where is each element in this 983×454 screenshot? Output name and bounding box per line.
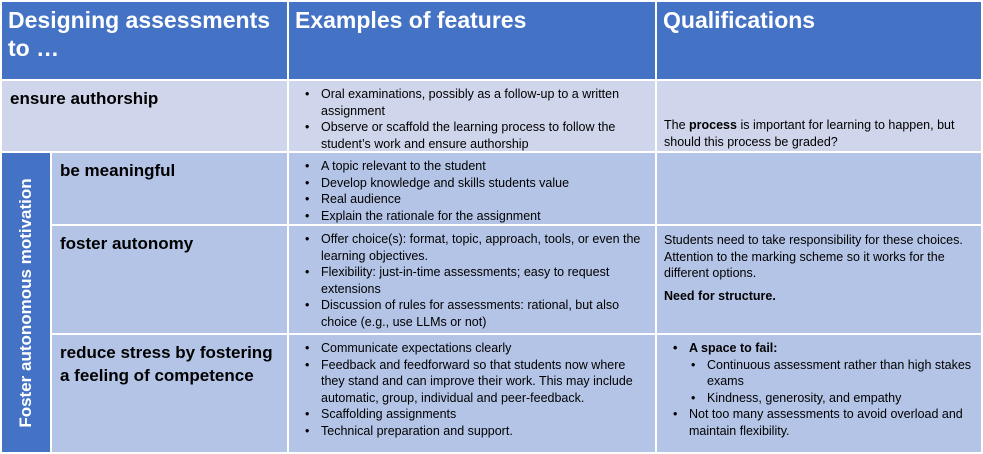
feature-item: Feedback and feedforward so that student… [305, 357, 649, 407]
features-foster-autonomy: Offer choice(s): format, topic, approach… [289, 226, 655, 333]
qualification-item: Not too many assessments to avoid overlo… [673, 406, 975, 439]
feature-item: Explain the rationale for the assignment [305, 208, 649, 225]
features-reduce-stress: Communicate expectations clearly Feedbac… [289, 335, 655, 452]
qualification-be-meaningful [657, 153, 981, 224]
row-label-foster-autonomy: foster autonomy [52, 226, 287, 333]
qualification-text: Students need to take responsibility for… [664, 233, 963, 280]
qual-text-pre: The [664, 118, 690, 132]
feature-item: Technical preparation and support. [305, 423, 649, 440]
qualification-subitem: Continuous assessment rather than high s… [691, 357, 981, 390]
feature-item: Real audience [305, 191, 649, 208]
feature-item: Flexibility: just-in-time assessments; e… [305, 264, 649, 297]
qual-text-bold: process [689, 118, 737, 132]
qualification-item: A space to fail: [673, 340, 975, 357]
feature-item: Communicate expectations clearly [305, 340, 649, 357]
header-examples: Examples of features [289, 2, 655, 79]
features-list: Communicate expectations clearly Feedbac… [289, 335, 655, 439]
feature-item: Scaffolding assignments [305, 406, 649, 423]
feature-item: Develop knowledge and skills students va… [305, 175, 649, 192]
row-label-be-meaningful: be meaningful [52, 153, 287, 224]
features-ensure-authorship: Oral examinations, possibly as a follow-… [289, 81, 655, 151]
feature-item: Discussion of rules for assessments: rat… [305, 297, 649, 330]
qualification-sublist: Continuous assessment rather than high s… [657, 357, 981, 407]
feature-item: A topic relevant to the student [305, 158, 649, 175]
qual-text-post: is important for learning to happen, but… [664, 118, 955, 149]
feature-item: Observe or scaffold the learning process… [305, 119, 649, 151]
header-qualifications: Qualifications [657, 2, 981, 79]
side-label-cell: Foster autonomous motivation [2, 153, 50, 452]
features-list: A topic relevant to the student Develop … [289, 153, 655, 224]
qualification-subitem: Kindness, generosity, and empathy [691, 390, 981, 407]
feature-item: Oral examinations, possibly as a follow-… [305, 86, 649, 119]
features-list: Offer choice(s): format, topic, approach… [289, 226, 655, 330]
qualification-foster-autonomy: Students need to take responsibility for… [657, 226, 981, 333]
feature-item: Offer choice(s): format, topic, approach… [305, 231, 649, 264]
qualification-list: A space to fail: [657, 335, 981, 357]
header-designing: Designing assessments to … [2, 2, 287, 79]
qualification-text: The process is important for learning to… [657, 81, 981, 151]
row-label-ensure-authorship: ensure authorship [2, 81, 287, 151]
qualification-bold-text: Need for structure. [664, 288, 776, 303]
features-be-meaningful: A topic relevant to the student Develop … [289, 153, 655, 224]
qualification-reduce-stress: A space to fail: Continuous assessment r… [657, 335, 981, 452]
qualification-list: Not too many assessments to avoid overlo… [657, 406, 981, 439]
qualification-ensure-authorship: The process is important for learning to… [657, 81, 981, 151]
row-label-reduce-stress: reduce stress by fostering a feeling of … [52, 335, 287, 452]
side-label: Foster autonomous motivation [16, 178, 35, 428]
features-list: Oral examinations, possibly as a follow-… [289, 81, 655, 151]
